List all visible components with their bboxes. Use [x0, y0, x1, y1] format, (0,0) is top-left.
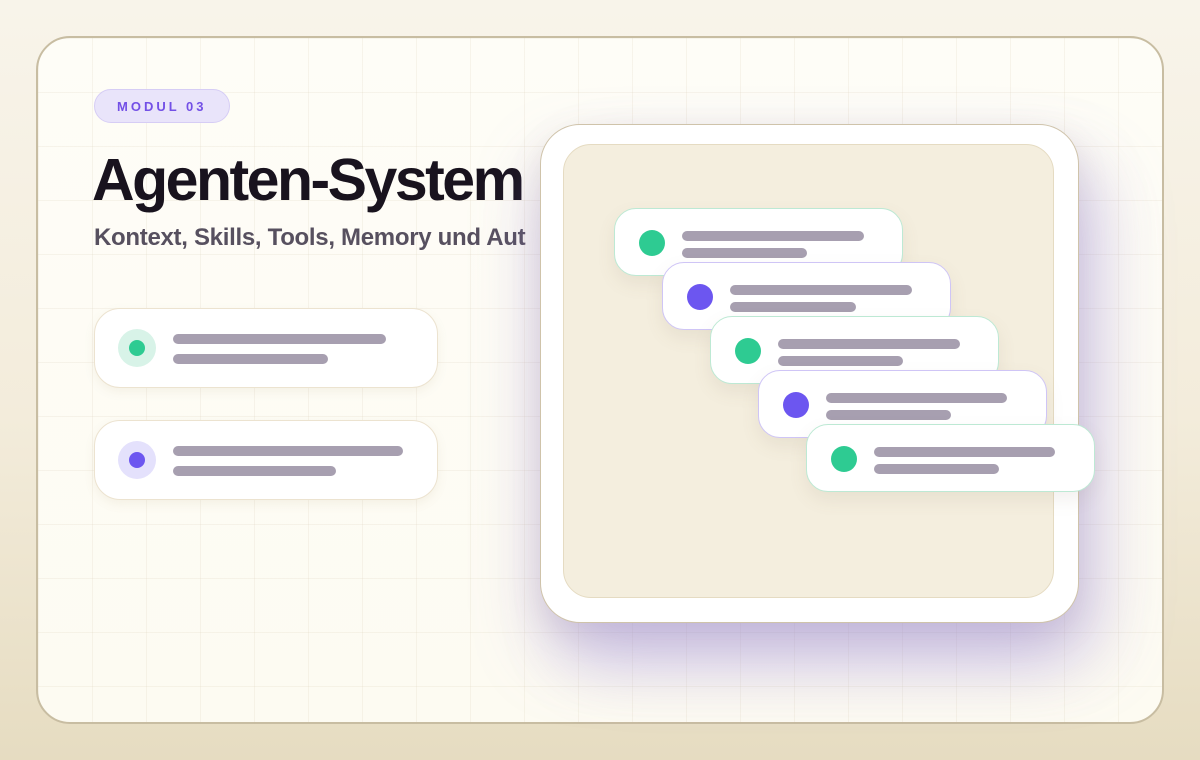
skeleton-line: [682, 248, 807, 258]
page-title: Agenten-System: [92, 147, 525, 213]
skeleton-line: [874, 447, 1055, 457]
status-dot-halo: [118, 441, 156, 479]
status-dot-icon: [129, 340, 145, 356]
status-dot-halo: [118, 329, 156, 367]
skeleton-line: [778, 356, 903, 366]
status-dot-icon: [129, 452, 145, 468]
skeleton-line: [826, 393, 1007, 403]
module-badge: MODUL 03: [94, 89, 230, 123]
feature-card: [94, 420, 438, 500]
skeleton-line: [778, 339, 960, 349]
skeleton-line: [730, 302, 856, 312]
status-dot-icon: [783, 392, 809, 418]
status-dot-icon: [735, 338, 761, 364]
stacked-card: [806, 424, 1095, 492]
status-dot-icon: [639, 230, 665, 256]
skeleton-line: [826, 410, 951, 420]
status-dot-icon: [687, 284, 713, 310]
skeleton-line: [173, 466, 336, 476]
skeleton-line: [173, 354, 328, 364]
feature-card: [94, 308, 438, 388]
skeleton-line: [682, 231, 864, 241]
skeleton-line: [730, 285, 912, 295]
stacked-card: [710, 316, 999, 384]
skeleton-line: [874, 464, 999, 474]
slide-canvas: MODUL 03 Agenten-System Kontext, Skills,…: [36, 36, 1164, 724]
module-badge-label: MODUL 03: [117, 98, 207, 114]
status-dot-icon: [831, 446, 857, 472]
page-subtitle: Kontext, Skills, Tools, Memory und Aut: [94, 224, 526, 251]
skeleton-line: [173, 446, 403, 456]
device-frame: [540, 124, 1095, 623]
skeleton-line: [173, 334, 386, 344]
